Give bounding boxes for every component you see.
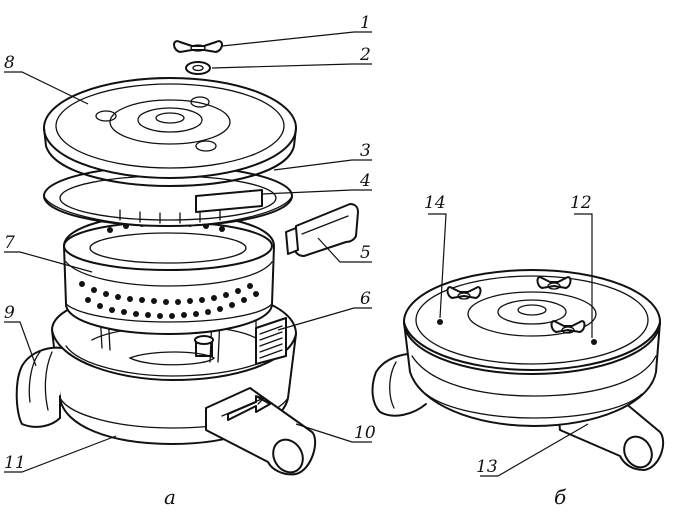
callout-12: 12 [570,193,592,213]
filter-lid [43,77,297,187]
exploded-view [15,40,359,476]
callout-1: 1 [360,13,371,33]
callout-3: 3 [360,141,371,161]
callout-7: 7 [4,233,15,253]
washer [185,61,211,75]
view-label-a: а [164,485,176,509]
bracket-plate [285,203,359,257]
callout-13: 13 [476,457,498,477]
callout-11: 11 [4,453,26,473]
filter-element [63,213,275,335]
callout-2: 2 [359,45,371,65]
callout-9: 9 [4,303,15,323]
callout-labels: 1 2 3 4 5 6 7 8 9 10 11 12 13 14 [4,13,592,477]
view-label-b: б [554,485,567,509]
callout-8: 8 [4,53,15,73]
assembled-wing-nuts [446,276,586,334]
intake-elbow [15,346,63,428]
outlet-spout [205,387,317,476]
wing-nut [173,40,223,53]
callout-6: 6 [360,289,371,309]
callout-10: 10 [354,423,376,443]
callout-14: 14 [424,193,446,213]
callout-4: 4 [359,171,371,191]
callout-5: 5 [360,243,371,263]
assembled-view [371,269,665,471]
leader-lines [4,31,593,477]
